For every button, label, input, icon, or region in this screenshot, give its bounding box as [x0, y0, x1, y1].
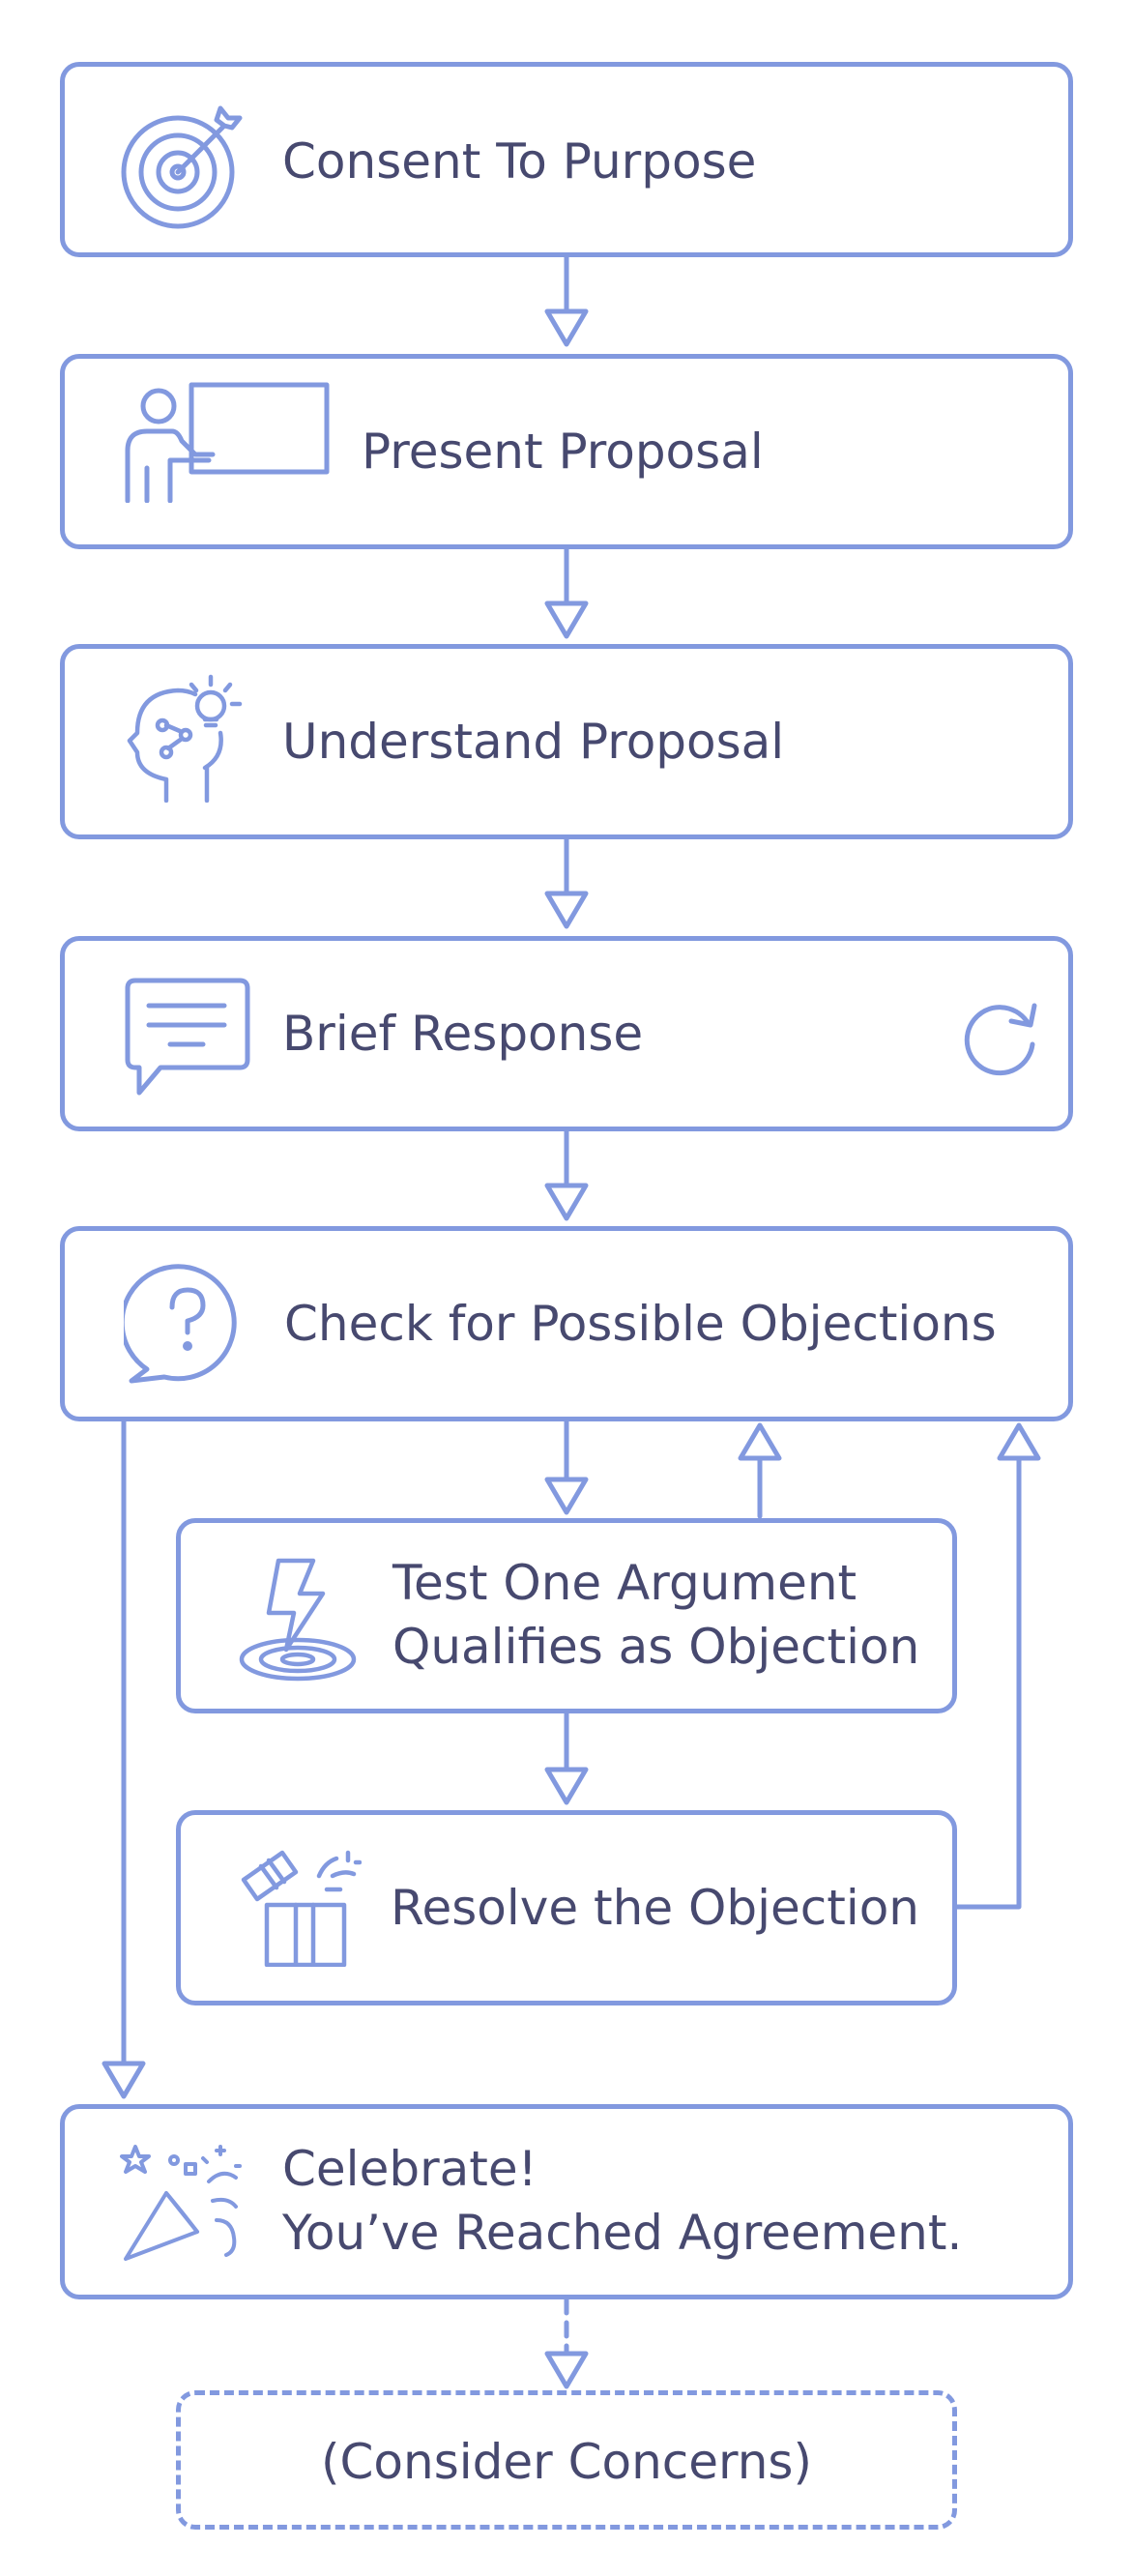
- step-resolve-objection: [176, 1810, 957, 2005]
- arrowhead-check-to-test: [544, 1477, 589, 1515]
- presenter-board-icon: [120, 381, 331, 503]
- step-consider-concerns: [176, 2390, 957, 2530]
- chat-message-icon: [122, 977, 253, 1100]
- step-label: Present Proposal: [362, 424, 764, 480]
- step-label: (Consider Concerns): [321, 2434, 812, 2490]
- step-label: Brief Response: [282, 1006, 644, 1062]
- target-arrow-icon: [120, 104, 246, 230]
- step-label: Check for Possible Objections: [284, 1296, 997, 1352]
- step-label-line: Test One Argument: [392, 1555, 857, 1611]
- step-brief-response: [60, 936, 1073, 1131]
- step-label: Celebrate! You’ve Reached Agreement.: [282, 2137, 962, 2265]
- arrowhead-resolve-to-check: [997, 1422, 1041, 1461]
- arrowhead-test-to-resolve: [544, 1767, 589, 1805]
- arrowhead-understand-to-brief: [544, 891, 589, 929]
- step-label: Test One Argument Qualifies as Objection: [392, 1551, 919, 1679]
- arrowhead-consent-to-present: [544, 308, 589, 347]
- arrowhead-test-to-check: [738, 1422, 782, 1461]
- question-bubble-icon: [124, 1261, 247, 1385]
- step-label: Consent To Purpose: [282, 133, 757, 190]
- step-label: Understand Proposal: [282, 714, 785, 770]
- arrowhead-celebrate-to-consider: [544, 2351, 589, 2389]
- lightning-strike-icon: [238, 1557, 358, 1683]
- step-label-line: Qualifies as Objection: [392, 1619, 920, 1675]
- step-label-line: Celebrate!: [282, 2141, 537, 2197]
- head-lightbulb-icon: [124, 671, 246, 803]
- arrow-resolve-to-check: [954, 1455, 1022, 1910]
- arrowhead-present-to-understand: [544, 600, 589, 639]
- step-check-objections: [60, 1226, 1073, 1421]
- step-understand-proposal: [60, 644, 1073, 839]
- arrowhead-brief-to-check: [544, 1183, 589, 1221]
- arrowhead-check-to-celebrate: [102, 2061, 146, 2099]
- step-label-line: You’ve Reached Agreement.: [282, 2205, 963, 2261]
- party-popper-icon: [120, 2139, 246, 2263]
- step-label: Resolve the Objection: [391, 1880, 919, 1936]
- gift-box-icon: [240, 1847, 362, 1967]
- refresh-icon: [961, 996, 1042, 1077]
